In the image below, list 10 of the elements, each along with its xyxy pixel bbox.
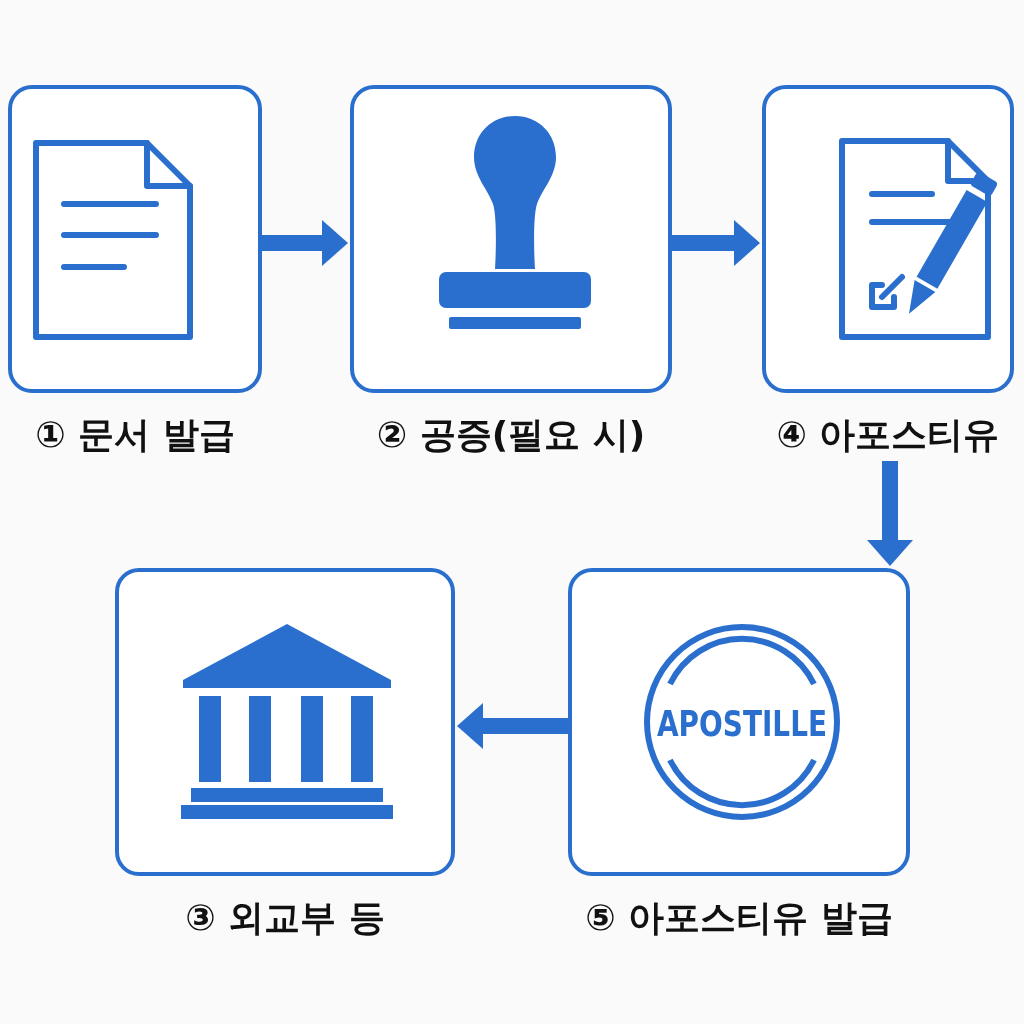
- arrow: [672, 220, 760, 266]
- step-caption: ④ 아포스티유: [776, 413, 1000, 457]
- arrow: [262, 220, 348, 266]
- step-caption: ① 문서 발급: [35, 413, 235, 457]
- seal-text: APOSTILLE: [657, 703, 877, 744]
- arrow: [457, 703, 568, 749]
- step-caption: ⑤ 아포스티유 발급: [585, 896, 893, 940]
- step-caption: ② 공증(필요 시): [376, 413, 646, 457]
- step-caption: ③ 외교부 등: [185, 896, 385, 940]
- arrow: [867, 461, 913, 566]
